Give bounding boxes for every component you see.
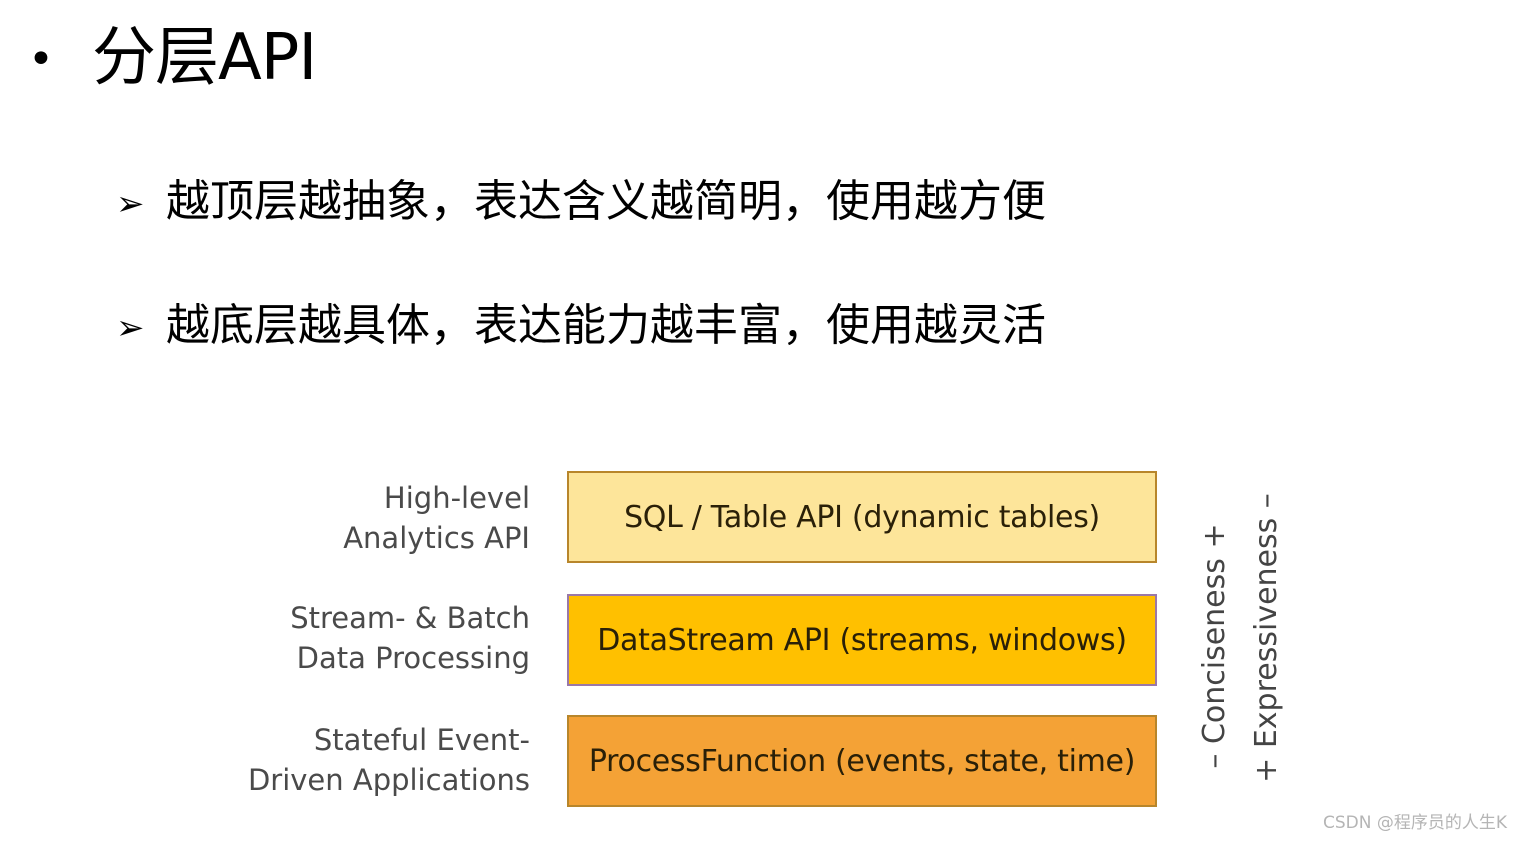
label-line: Driven Applications (247, 763, 530, 797)
label-line: Data Processing (296, 641, 530, 675)
layer-label-stateful: Stateful Event- Driven Applications (248, 720, 530, 800)
layer-box-datastream-api: DataStream API (streams, windows) (567, 594, 1157, 686)
layer-label-stream-batch: Stream- & Batch Data Processing (290, 598, 530, 678)
layer-label-high-level: High-level Analytics API (343, 478, 530, 558)
layer-box-sql-table-api: SQL / Table API (dynamic tables) (567, 471, 1157, 563)
conciseness-axis-label: – Conciseness + (1197, 523, 1232, 769)
label-line: Stateful Event- (313, 723, 530, 757)
expressiveness-axis-label: + Expressiveness – (1249, 493, 1284, 783)
watermark: CSDN @程序员的人生K (1322, 813, 1507, 833)
arrow-bullet-icon: ➢ (116, 308, 145, 348)
label-line: Analytics API (343, 521, 530, 555)
bullet-point-2: ➢ 越底层越具体，表达能力越丰富，使用越灵活 (116, 298, 1046, 356)
bullet-text: 越顶层越抽象，表达含义越简明，使用越方便 (166, 176, 1046, 227)
title-bullet: • (28, 34, 54, 85)
label-line: High-level (383, 481, 530, 515)
label-line: Stream- & Batch (290, 601, 530, 635)
bullet-text: 越底层越具体，表达能力越丰富，使用越灵活 (166, 300, 1046, 351)
arrow-bullet-icon: ➢ (116, 184, 145, 224)
layer-box-processfunction: ProcessFunction (events, state, time) (567, 715, 1157, 807)
slide-title: 分层API (92, 21, 317, 95)
bullet-point-1: ➢ 越顶层越抽象，表达含义越简明，使用越方便 (116, 174, 1046, 232)
